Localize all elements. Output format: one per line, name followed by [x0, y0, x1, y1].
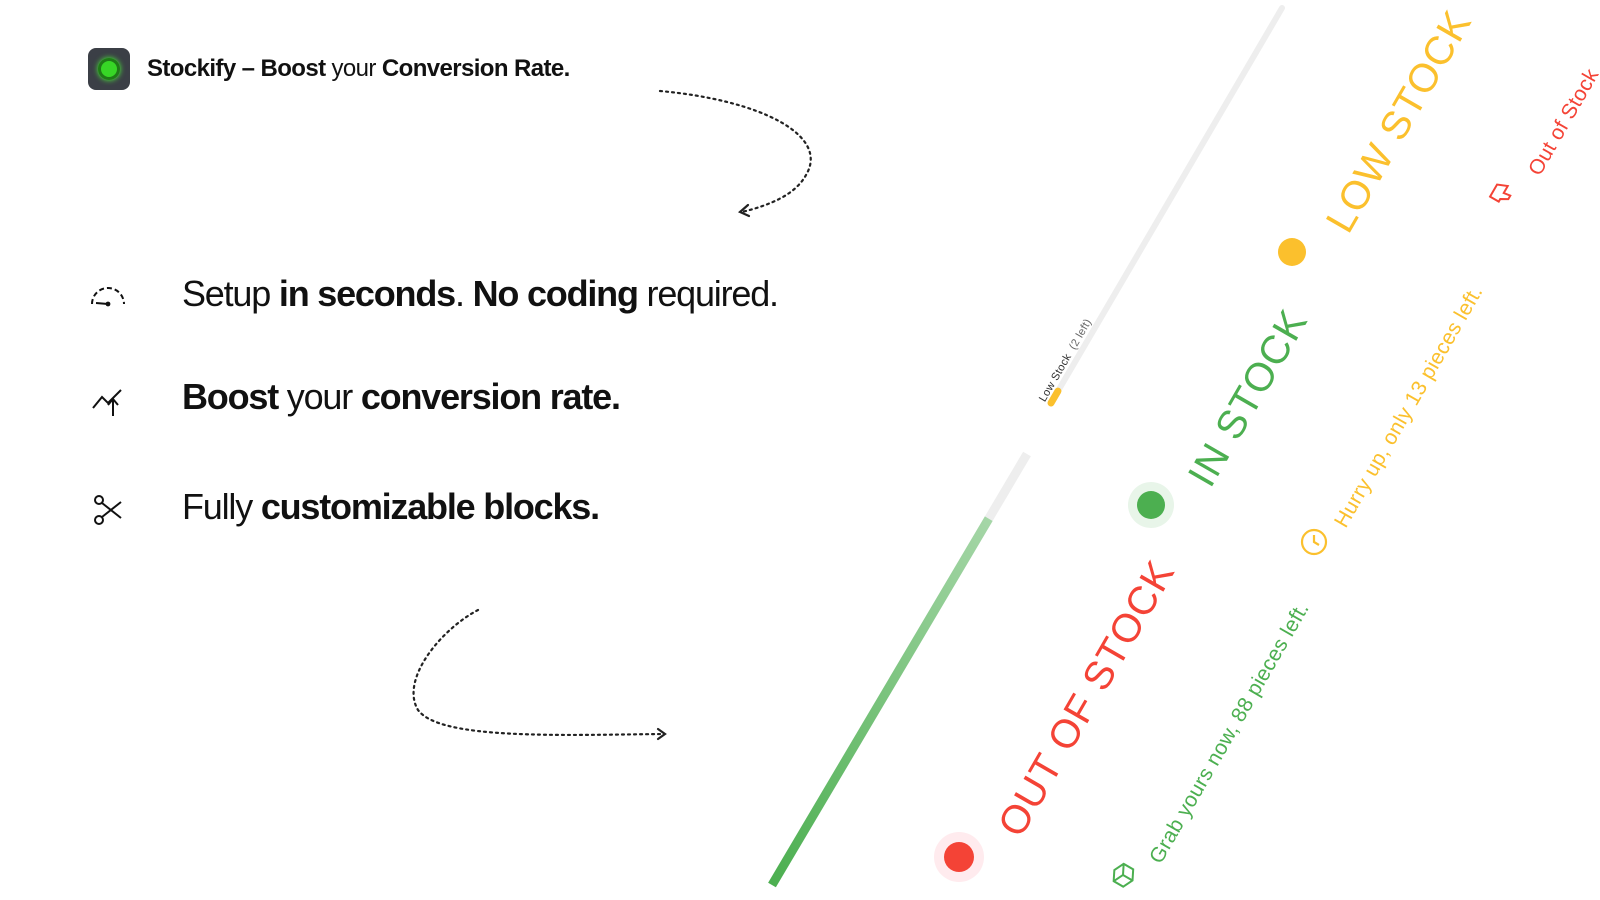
feature-text-part: conversion rate. [360, 376, 621, 417]
feature-customizable: Fully customizable blocks. [182, 485, 600, 529]
feature-setup: Setup in seconds. No coding required. [182, 272, 779, 316]
out-of-stock-dot [934, 832, 984, 882]
brand-tagline: Stockify – Boost your Conversion Rate. [147, 54, 570, 84]
feature-text-part: . [454, 273, 473, 314]
dotted-arrow-bottom [412, 608, 666, 737]
brand-conversion: Conversion Rate. [381, 55, 570, 82]
feature-text-part: Setup [182, 273, 279, 314]
low-stock-dot [1278, 238, 1306, 266]
feature-boost: Boost your conversion rate. [182, 375, 621, 419]
speedometer-icon [91, 287, 125, 307]
arrowhead-top [737, 203, 751, 218]
dotted-arrow-top [658, 89, 812, 214]
clock-icon [1300, 528, 1328, 556]
feature-text-part: required. [637, 273, 779, 314]
brand-boost: Boost [260, 55, 326, 82]
brand-your: your [325, 55, 382, 82]
out-of-stock-dot-inner [944, 842, 974, 872]
feature-text-part: Boost [182, 376, 279, 417]
thumbs-down-icon [1488, 183, 1512, 204]
brand-name: Stockify [147, 55, 236, 82]
app-logo [88, 48, 130, 90]
scissors-icon [94, 495, 122, 525]
in-stock-dot-inner [1137, 491, 1165, 519]
brand-dash: – [235, 55, 261, 82]
trend-up-icon [92, 389, 122, 416]
feature-text-part: customizable blocks. [260, 486, 600, 527]
arrowhead-bottom [656, 727, 667, 741]
low-stock-track [1048, 5, 1285, 406]
feature-text-part: in seconds [278, 273, 456, 314]
in-stock-fill [768, 516, 993, 888]
box-icon [1112, 862, 1135, 888]
feature-text-part: No coding [472, 273, 639, 314]
in-stock-dot [1128, 482, 1174, 528]
feature-text-part: Fully [182, 486, 261, 527]
feature-text-part: your [278, 376, 361, 417]
low-stock-fill [1047, 387, 1062, 407]
logo-status-dot [98, 58, 120, 80]
